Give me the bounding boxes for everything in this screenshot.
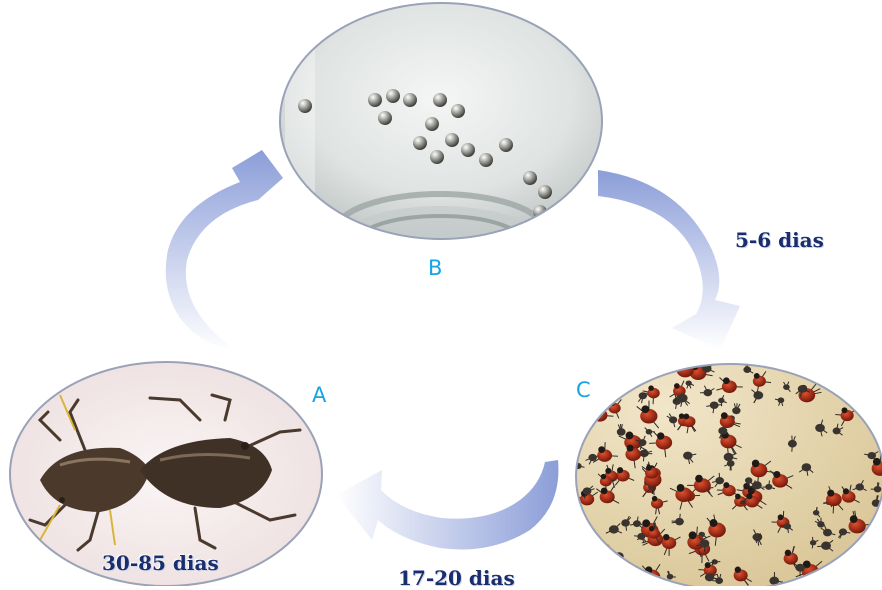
stage-b-duration: 5-6 dias: [735, 228, 824, 252]
stage-a-label: A: [312, 383, 326, 407]
stage-b-photo: [270, 0, 610, 270]
stage-c-photo: [570, 354, 882, 586]
stage-b-label: B: [428, 256, 442, 280]
stage-a-duration: 30-85 dias: [102, 551, 219, 575]
arrow-a-to-b: [166, 150, 283, 352]
arrow-c-to-a: [336, 460, 558, 550]
stage-c-label: C: [576, 378, 591, 402]
stage-c-duration: 17-20 dias: [398, 566, 515, 590]
arrow-b-to-c: [598, 170, 740, 350]
